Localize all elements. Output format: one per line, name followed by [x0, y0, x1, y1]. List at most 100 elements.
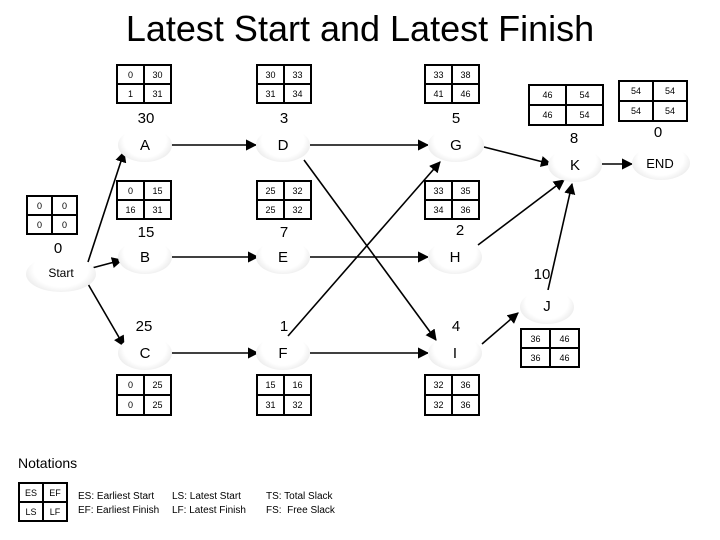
ef: 54: [653, 81, 687, 101]
ls: 46: [529, 105, 566, 125]
arrow-start-a: [87, 150, 127, 263]
node-j-box: 36 46 36 46: [520, 328, 580, 368]
lf: 31: [144, 84, 171, 103]
lf: 54: [566, 105, 603, 125]
lf: 0: [52, 215, 77, 234]
node-h: [428, 240, 482, 274]
notation-legend-box: ES EF LS LF: [18, 482, 68, 522]
ef: 16: [284, 375, 311, 395]
arrow-j-k: [547, 182, 576, 291]
ls: 31: [257, 395, 284, 415]
end-node-box: 54 54 54 54: [618, 80, 688, 122]
es: 32: [425, 375, 452, 395]
ef: 32: [284, 181, 311, 200]
node-k-duration: 8: [569, 130, 579, 147]
node-d-duration: 3: [279, 110, 289, 127]
notations-heading: Notations: [18, 455, 78, 471]
node-d-box: 30 33 31 34: [256, 64, 312, 104]
ef: 54: [566, 85, 603, 105]
notation-col-1: ES: Earliest Start EF: Earliest Finish: [78, 491, 160, 516]
node-g-duration: 5: [451, 110, 461, 127]
node-g: [428, 128, 484, 162]
node-g-box: 33 38 41 46: [424, 64, 480, 104]
node-f-duration: 1: [279, 318, 289, 335]
es: 0: [117, 375, 144, 395]
ls: 0: [27, 215, 52, 234]
node-b-duration: 15: [137, 224, 155, 241]
notation-col-3: TS: Total Slack FS: Free Slack: [266, 491, 335, 516]
arrow-g-k: [483, 146, 553, 167]
es: 33: [425, 65, 452, 84]
node-k-box: 46 54 46 54: [528, 84, 604, 126]
node-a-label: A: [139, 137, 150, 154]
arrow-start-b: [91, 257, 124, 269]
lf: 32: [284, 200, 311, 219]
node-a-box: 0 30 1 31: [116, 64, 172, 104]
end-label: END: [646, 156, 674, 171]
es: 0: [117, 65, 144, 84]
es: 25: [257, 181, 284, 200]
ls: 36: [521, 348, 550, 367]
es: 30: [257, 65, 284, 84]
ls: 34: [425, 200, 452, 219]
node-e: [256, 240, 310, 274]
diagram-title: Latest Start and Latest Finish: [125, 8, 595, 49]
lf: 46: [550, 348, 579, 367]
node-i-label: I: [452, 345, 458, 362]
lf: 54: [653, 101, 687, 121]
ls: 54: [619, 101, 653, 121]
notation-col-2: LS: Latest Start LF: Latest Finish: [172, 491, 246, 516]
lf: 31: [144, 200, 171, 219]
ls: 25: [257, 200, 284, 219]
node-j-duration: 10: [533, 266, 551, 283]
node-f-label: F: [278, 345, 288, 362]
ls: 32: [425, 395, 452, 415]
node-k-label: K: [569, 157, 580, 174]
node-h-duration: 2: [455, 222, 465, 239]
node-e-box: 25 32 25 32: [256, 180, 312, 220]
ef: 0: [52, 196, 77, 215]
node-c-box: 0 25 0 25: [116, 374, 172, 416]
node-h-box: 33 35 34 36: [424, 180, 480, 220]
start-label: Start: [48, 266, 74, 280]
node-c: [118, 336, 172, 370]
ls: 0: [117, 395, 144, 415]
node-b-label: B: [139, 249, 150, 266]
ef: 30: [144, 65, 171, 84]
lf: 36: [452, 200, 479, 219]
lf: 34: [284, 84, 311, 103]
node-a-duration: 30: [137, 110, 155, 127]
node-h-label: H: [449, 249, 461, 266]
node-i-box: 32 36 32 36: [424, 374, 480, 416]
node-i: [428, 336, 482, 370]
node-b: [118, 240, 172, 274]
node-d: [256, 128, 310, 162]
arrow-f-g: [287, 161, 441, 337]
es: 15: [257, 375, 284, 395]
arrow-i-j: [481, 312, 519, 345]
node-i-duration: 4: [451, 318, 461, 335]
ef: 33: [284, 65, 311, 84]
legend-ls: LS: [19, 502, 43, 521]
node-b-box: 0 15 16 31: [116, 180, 172, 220]
legend-ef: EF: [43, 483, 67, 502]
node-e-label: E: [277, 249, 288, 266]
es: 33: [425, 181, 452, 200]
ef: 25: [144, 375, 171, 395]
node-f: [256, 336, 310, 370]
node-c-label: C: [139, 345, 151, 362]
es: 0: [117, 181, 144, 200]
ef: 46: [550, 329, 579, 348]
start-node: [26, 256, 96, 292]
node-c-duration: 25: [135, 318, 153, 335]
arrow-start-c: [87, 283, 125, 347]
node-g-label: G: [450, 137, 462, 154]
es: 0: [27, 196, 52, 215]
ef: 38: [452, 65, 479, 84]
lf: 46: [452, 84, 479, 103]
node-e-duration: 7: [279, 224, 289, 241]
ef: 36: [452, 375, 479, 395]
arrow-d-i: [303, 159, 437, 341]
end-duration: 0: [653, 124, 663, 141]
